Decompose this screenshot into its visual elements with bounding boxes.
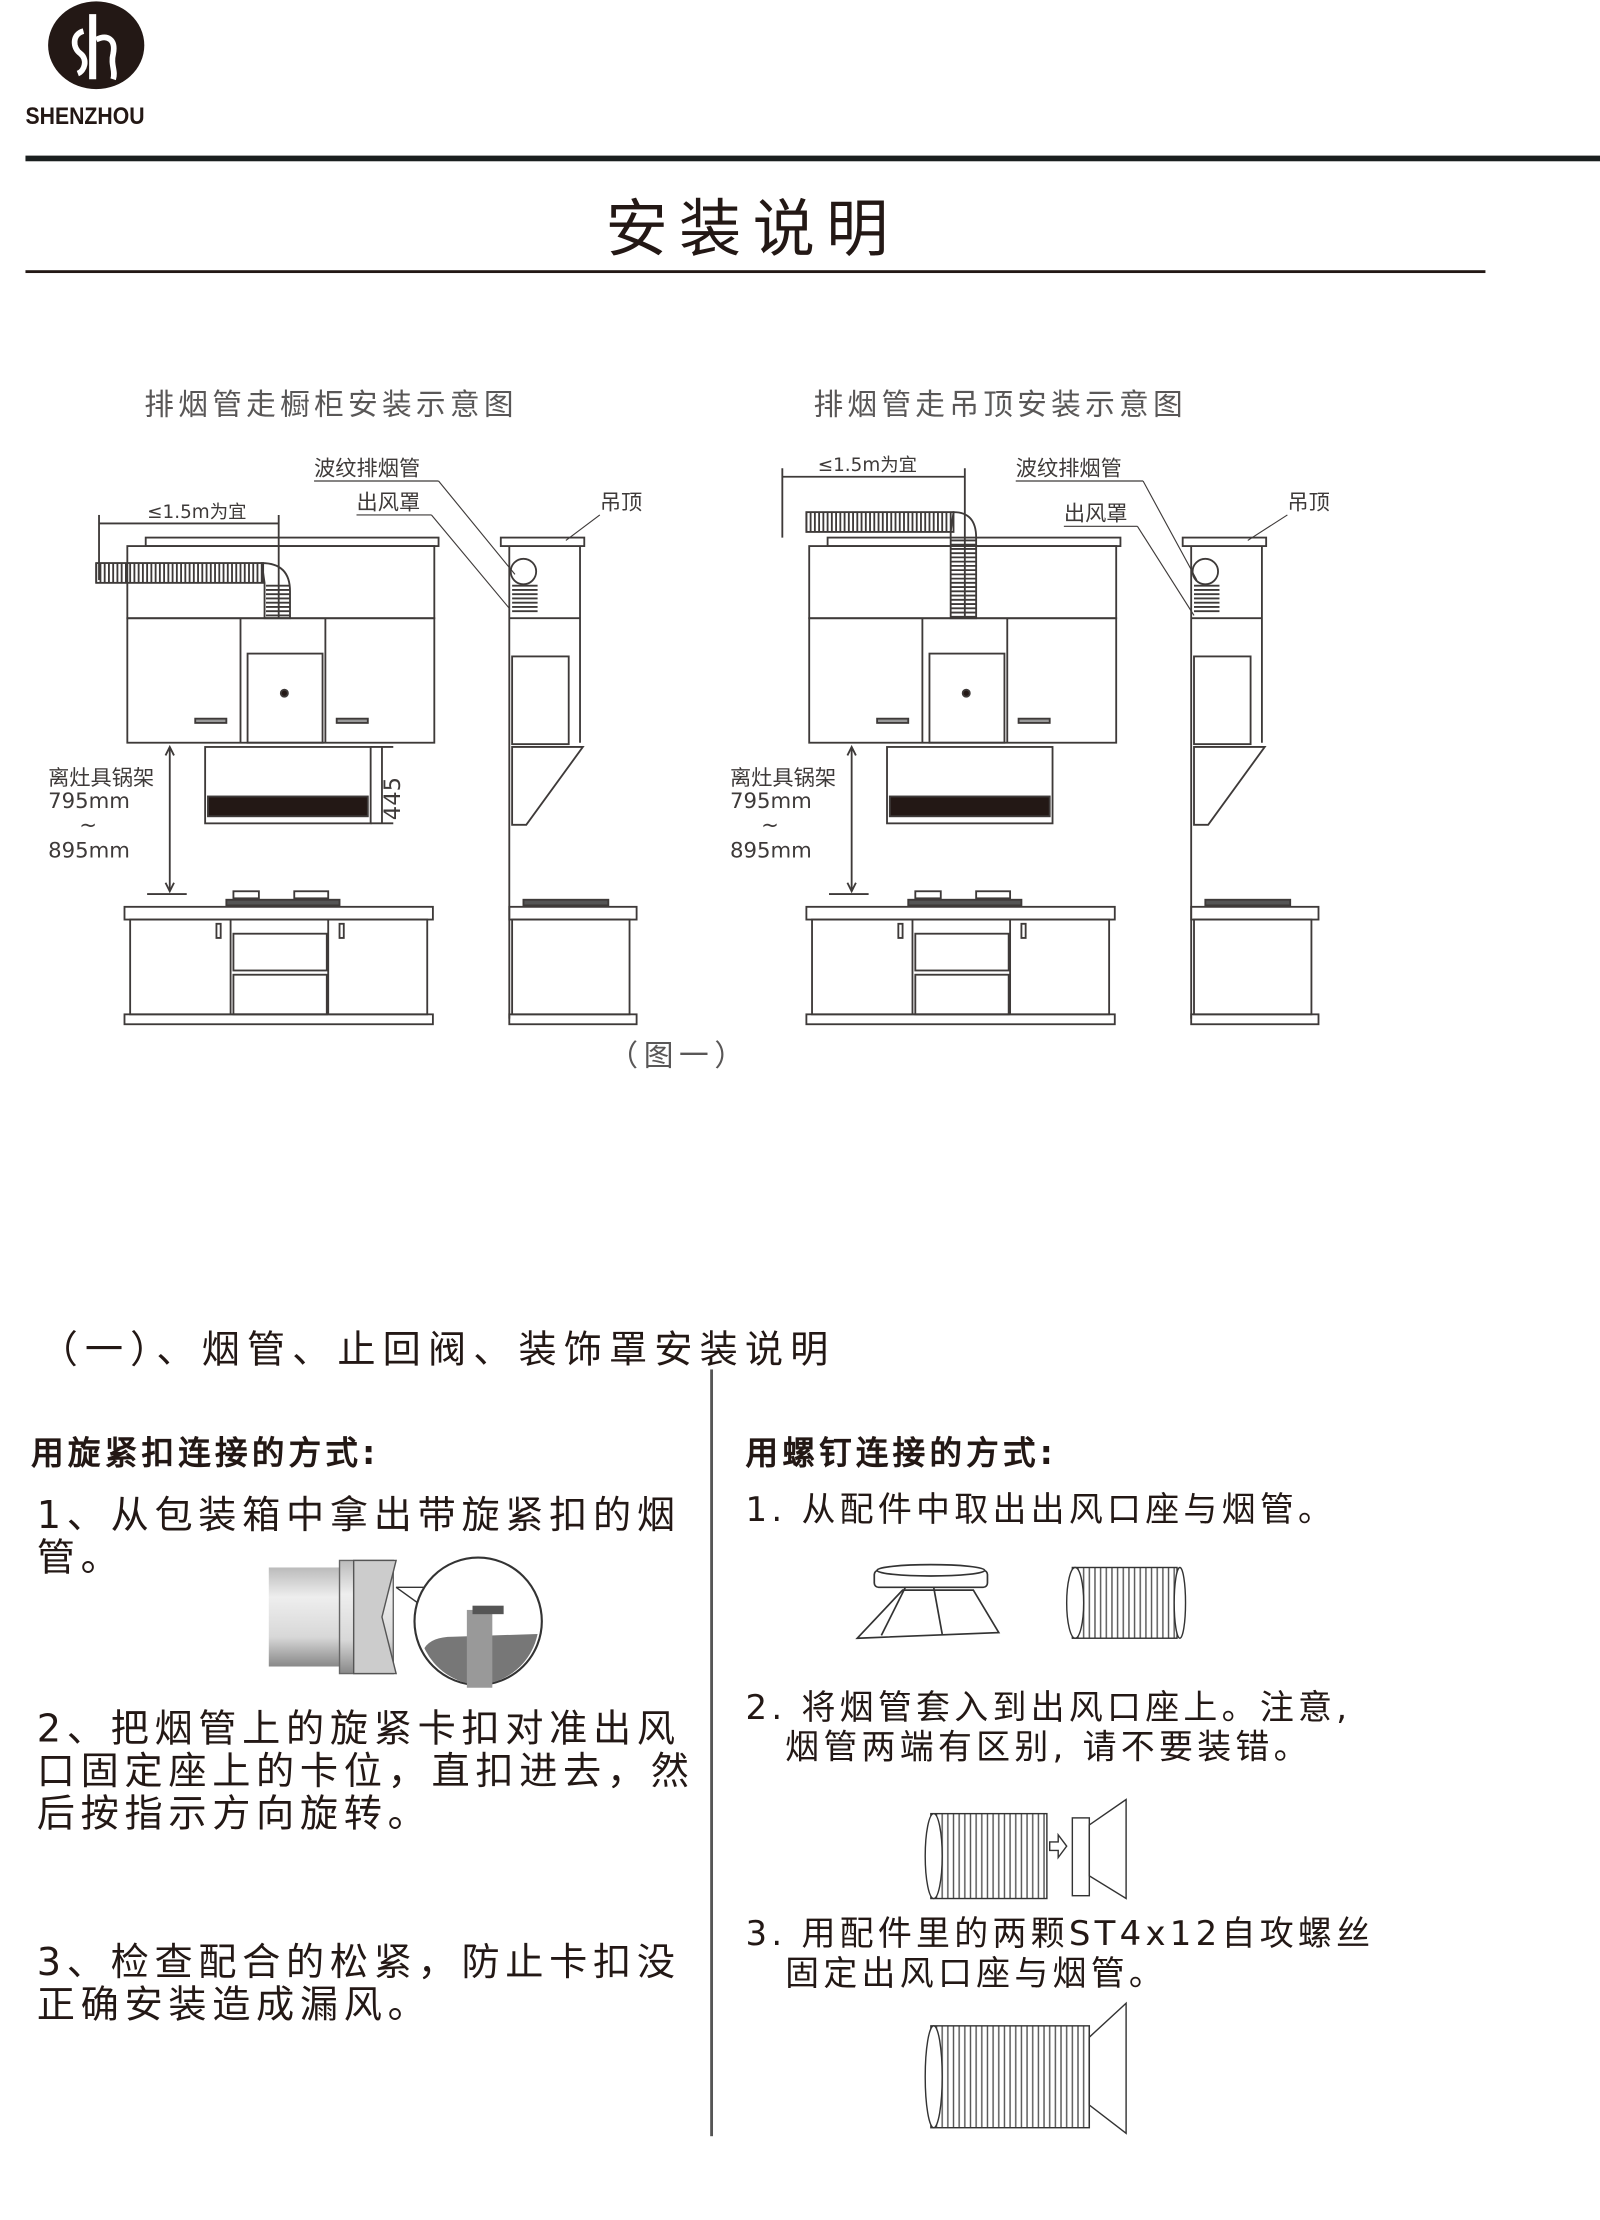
twist-lock-pipe-photo	[268, 1556, 543, 1688]
figure-caption: （图一）	[608, 1038, 750, 1073]
screw-step-3: 3. 用配件里的两颗ST4x12自攻螺丝固定出风口座与烟管。	[745, 1914, 1375, 1994]
twist-step-2: 2、把烟管上的旋紧卡扣对准出风口固定座上的卡位，直扣进去，然后按指示方向旋转。	[36, 1707, 695, 1837]
height-min: 795mm	[48, 787, 130, 814]
page-title: 安装说明	[605, 193, 900, 266]
outlet-label: 出风罩	[356, 489, 421, 515]
distance-label-right: ≤1.5m为宜	[817, 455, 918, 477]
outlet-base-drawing	[855, 1563, 1001, 1640]
pipe-into-base-drawing	[924, 1798, 1127, 1900]
height-label: 离灶具锅架	[48, 765, 155, 791]
range-hood	[204, 746, 372, 825]
logo-mark-icon	[48, 1, 145, 90]
height-sep: ~	[79, 812, 98, 838]
brand-name: SHENZHOU	[25, 102, 145, 131]
duct-label-right: 波纹排烟管	[1015, 455, 1122, 481]
range-hood	[886, 746, 1054, 825]
title-rule	[25, 270, 1486, 274]
installation-diagrams	[95, 468, 1320, 1026]
ceiling-label: 吊顶	[599, 489, 643, 515]
pipe-screwed-drawing	[924, 2001, 1127, 2135]
section-heading: （一）、烟管、止回阀、装饰罩安装说明	[39, 1328, 836, 1373]
outlet-label-right: 出风罩	[1063, 500, 1128, 527]
height-max-right: 895mm	[729, 837, 812, 863]
ceiling-label-right: 吊顶	[1287, 489, 1330, 515]
height-sep-right: ~	[761, 812, 779, 838]
flex-duct	[95, 562, 291, 620]
diagram-title-cabinet: 排烟管走橱柜安装示意图	[144, 387, 518, 422]
gas-stove	[225, 890, 341, 907]
twist-step-3: 3、检查配合的松紧，防止卡扣没正确安装造成漏风。	[36, 1940, 681, 2028]
screw-title: 用螺钉连接的方式:	[745, 1435, 1058, 1473]
cabinet-side-view	[314, 480, 638, 1026]
height-min-right: 795mm	[729, 787, 812, 814]
header-rule	[25, 155, 1600, 162]
flex-duct	[805, 511, 978, 620]
screw-step-1: 1. 从配件中取出出风口座与烟管。	[745, 1489, 1337, 1530]
cabinet-front-view	[95, 514, 440, 1026]
column-divider	[710, 1369, 713, 2137]
gas-stove	[907, 890, 1023, 907]
diagram-title-ceiling: 排烟管走吊顶安装示意图	[813, 387, 1187, 422]
twist-step-1: 1、从包装箱中拿出带旋紧扣的烟管。	[36, 1493, 681, 1581]
ceiling-side-view	[1015, 480, 1320, 1026]
flex-pipe-drawing	[1065, 1566, 1187, 1639]
screw-step-2: 2. 将烟管套入到出风口座上。注意, 烟管两端有区别, 请不要装错。	[745, 1687, 1352, 1767]
twist-lock-title: 用旋紧扣连接的方式:	[31, 1435, 380, 1473]
duct-label: 波纹排烟管	[314, 455, 421, 481]
ceiling-front-view	[781, 468, 1122, 1026]
brand-logo	[47, 0, 146, 91]
distance-label: ≤1.5m为宜	[147, 502, 247, 524]
height-label-right: 离灶具锅架	[729, 765, 837, 791]
height-max: 895mm	[48, 837, 130, 863]
